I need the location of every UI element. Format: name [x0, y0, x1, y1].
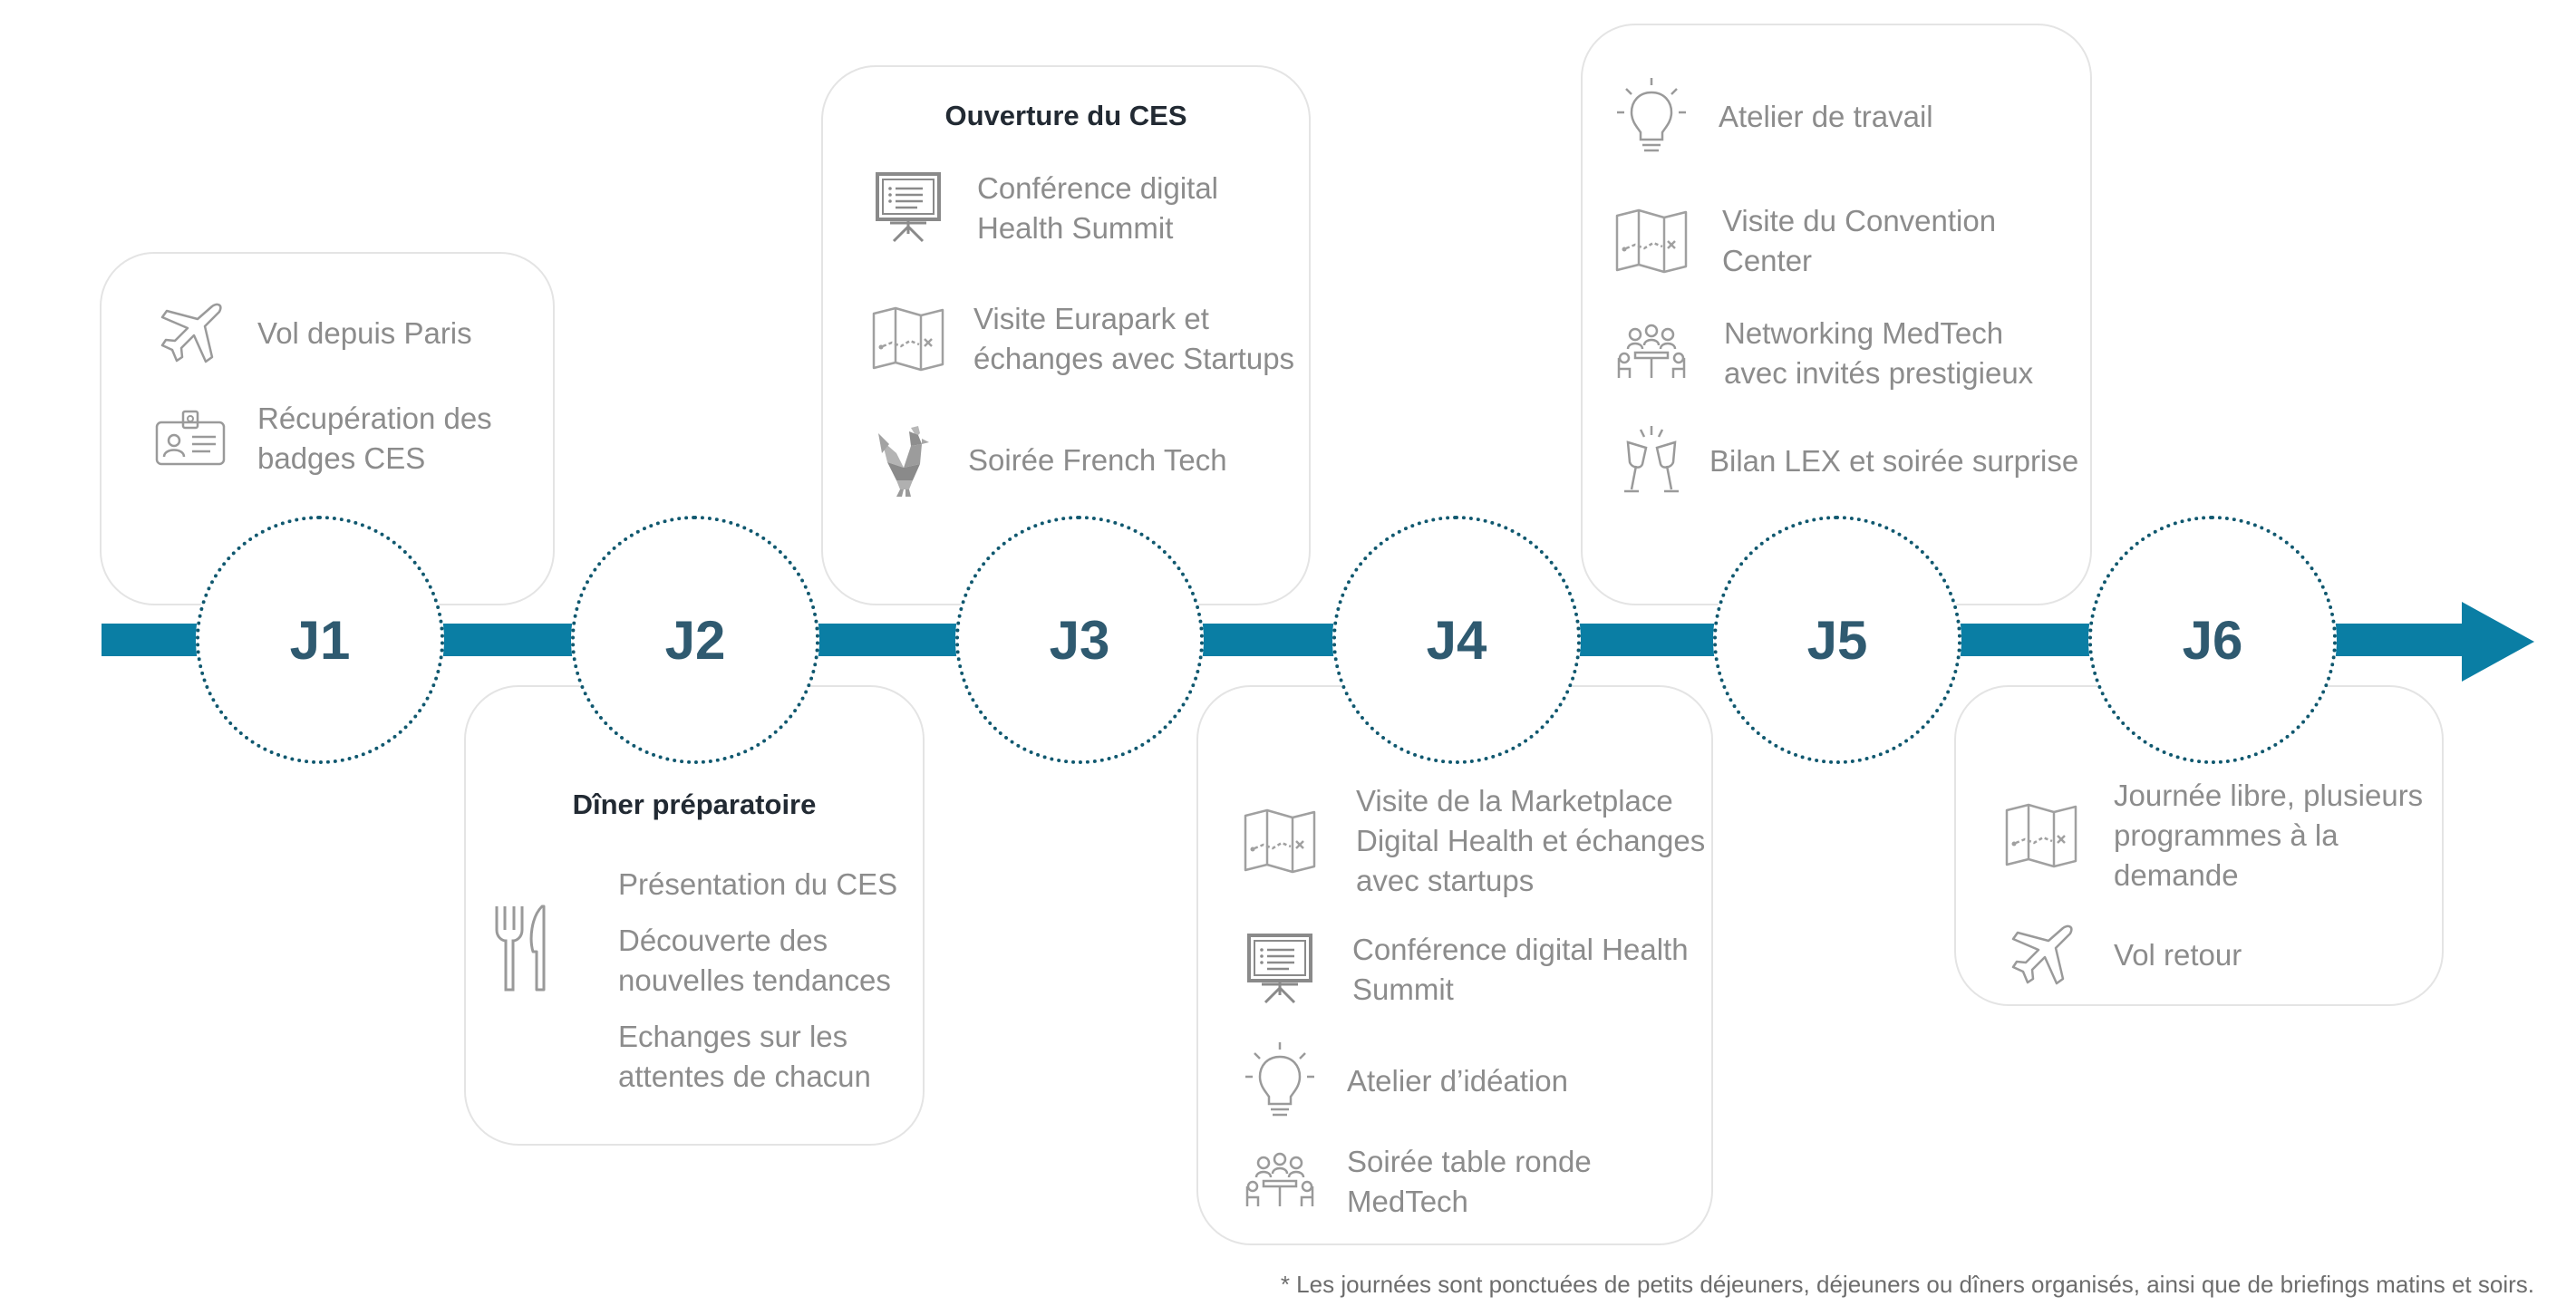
day-3-item-label: Visite Eurapark et échanges avec Startup…	[973, 302, 1295, 375]
footnote: * Les journées sont ponctuées de petits …	[1280, 1271, 2534, 1298]
day-5-item-label: Networking MedTech avec invités prestigi…	[1724, 316, 2034, 390]
day-4-item-label: Conférence digital Health Summit	[1352, 933, 1689, 1006]
day-circle-j1: J1	[196, 516, 444, 764]
day-5-item-label: Visite du Convention Center	[1722, 204, 1997, 277]
day-5-item-networking: Networking MedTech avec invités prestigi…	[1612, 314, 2033, 393]
day-5-item-workshop: Atelier de travail	[1612, 76, 1933, 158]
day-circle-j3: J3	[955, 516, 1204, 764]
day-4-item-label: Visite de la Marketplace Digital Health …	[1356, 784, 1706, 897]
fork-knife-icon	[489, 903, 553, 993]
day-6-item-return-flight: Vol retour	[2001, 919, 2242, 992]
plane-icon	[150, 297, 230, 370]
day-4-card	[1196, 685, 1713, 1245]
day-2-item-label: Découverte des nouvelles tendances	[618, 924, 891, 997]
map-icon	[1240, 807, 1320, 876]
day-3-item-eurapark: Visite Eurapark et échanges avec Startup…	[868, 299, 1294, 379]
day-5-card	[1581, 24, 2092, 605]
day-6-item-label: Vol retour	[2114, 938, 2242, 972]
day-5-item-label: Bilan LEX et soirée surprise	[1709, 444, 2079, 478]
presentation-board-icon	[868, 170, 948, 247]
round-table-icon	[1612, 324, 1691, 383]
day-1-item-flight: Vol depuis Paris	[150, 297, 472, 370]
day-6-item-free-day: Journée libre, plusieurs programmes à la…	[2001, 776, 2423, 895]
badge-icon	[150, 410, 230, 468]
day-2-card-title: Dîner préparatoire	[572, 789, 817, 820]
round-table-icon	[1240, 1152, 1320, 1212]
day-6-item-label: Journée libre, plusieurs programmes à la…	[2114, 779, 2424, 892]
day-4-item-ideation: Atelier d’idéation	[1240, 1040, 1568, 1122]
day-3-card-title: Ouverture du CES	[944, 100, 1187, 131]
day-1-item-label: Récupération des badges CES	[257, 402, 492, 475]
day-1-item-badges: Récupération des badges CES	[150, 399, 492, 479]
day-2-item-label: Présentation du CES	[618, 867, 898, 901]
rooster-icon	[868, 422, 948, 498]
presentation-board-icon	[1240, 932, 1320, 1008]
day-4-item-label: Atelier d’idéation	[1347, 1064, 1568, 1098]
day-3-card: Ouverture du CES	[821, 65, 1311, 605]
lightbulb-icon	[1240, 1040, 1320, 1122]
day-5-item-convention: Visite du Convention Center	[1612, 201, 1996, 281]
day-3-item-label: Conférence digital Health Summit	[977, 171, 1218, 245]
timeline-arrow-head	[2462, 602, 2534, 682]
champagne-glasses-icon	[1612, 422, 1691, 500]
day-4-item-conference: Conférence digital Health Summit	[1240, 930, 1689, 1010]
day-5-item-label: Atelier de travail	[1719, 100, 1933, 133]
day-circle-j5: J5	[1713, 516, 1961, 764]
plane-icon	[2001, 919, 2081, 992]
day-3-item-conference: Conférence digital Health Summit	[868, 169, 1218, 248]
day-5-item-bilan: Bilan LEX et soirée surprise	[1612, 422, 2078, 500]
day-4-item-label: Soirée table ronde MedTech	[1347, 1145, 1592, 1218]
day-4-item-marketplace: Visite de la Marketplace Digital Health …	[1240, 781, 1705, 901]
day-3-item-label: Soirée French Tech	[968, 443, 1227, 477]
day-circle-j6: J6	[2088, 516, 2337, 764]
day-4-item-round-table: Soirée table ronde MedTech	[1240, 1142, 1592, 1222]
lightbulb-icon	[1612, 76, 1691, 158]
day-3-item-french-tech: Soirée French Tech	[868, 422, 1227, 498]
timeline-bar	[102, 624, 2467, 656]
day-circle-j4: J4	[1332, 516, 1581, 764]
day-1-item-label: Vol depuis Paris	[257, 316, 472, 350]
map-icon	[2001, 801, 2081, 870]
day-circle-j2: J2	[571, 516, 819, 764]
map-icon	[868, 305, 948, 373]
map-icon	[1612, 207, 1691, 276]
day-2-item-label: Echanges sur les attentes de chacun	[618, 1020, 871, 1093]
